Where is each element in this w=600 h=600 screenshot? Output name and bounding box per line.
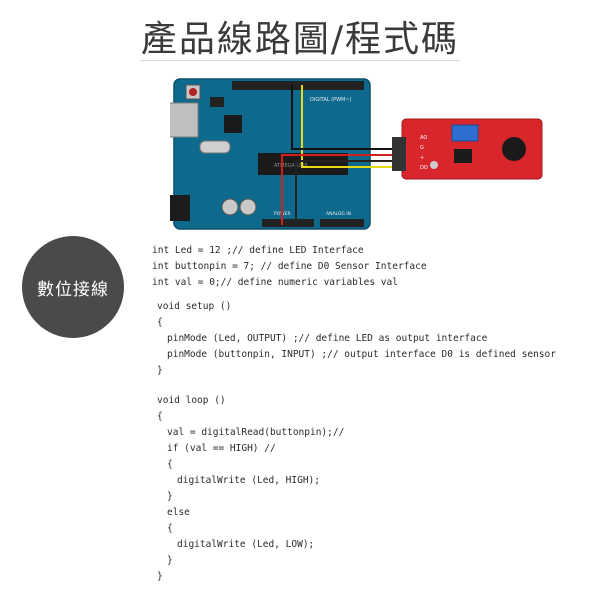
wire-black: [291, 85, 402, 150]
code-line: void loop (): [157, 395, 226, 406]
usb-connector: [170, 102, 199, 138]
code-line: }: [157, 571, 163, 582]
wire-red: [281, 154, 402, 225]
sensor-pin-label: AO: [420, 135, 427, 141]
sensor-pin-label: G: [420, 145, 424, 151]
sensor-header-pins: [392, 137, 406, 171]
code-line: val = digitalRead(buttonpin);//: [167, 427, 345, 438]
code-line: if (val == HIGH) //: [167, 443, 276, 454]
code-line: int val = 0;// define numeric variables …: [152, 277, 398, 288]
analog-label: ANALOG IN: [326, 211, 351, 217]
capacitor: [239, 198, 257, 216]
code-line: pinMode (buttonpin, INPUT) ;// output in…: [167, 349, 556, 360]
code-line: {: [167, 523, 173, 534]
code-line: digitalWrite (Led, LOW);: [177, 539, 315, 550]
code-line: int Led = 12 ;// define LED Interface: [152, 245, 364, 256]
code-line: }: [167, 491, 173, 502]
code-line: void setup (): [157, 301, 232, 312]
code-line: digitalWrite (Led, HIGH);: [177, 475, 320, 486]
section-badge: 數位接線: [22, 236, 124, 338]
section-badge-label: 數位接線: [37, 279, 109, 300]
code-line: pinMode (Led, OUTPUT) ;// define LED as …: [167, 333, 488, 344]
comparator-chip: [454, 149, 472, 163]
potentiometer: [451, 124, 479, 142]
wires: [281, 85, 402, 225]
sensor-pin-label: DO: [420, 165, 428, 171]
chip-label: ATMEGA328P: [274, 163, 307, 169]
code-line: else: [167, 507, 190, 518]
power-jack: [170, 195, 190, 221]
analog-header: [320, 219, 364, 227]
code-line: }: [157, 365, 163, 376]
title-divider: [140, 60, 460, 61]
sound-sensor-module: AO G + DO: [392, 118, 543, 180]
digital-label: DIGITAL (PWM~): [310, 97, 352, 103]
wire-yellow: [301, 85, 402, 168]
microphone: [502, 137, 526, 161]
code-line: int buttonpin = 7; // define D0 Sensor I…: [152, 261, 427, 272]
power-header: [262, 219, 314, 227]
capacitor: [221, 198, 239, 216]
sensor-pin-label: +: [420, 155, 424, 161]
code-line: }: [167, 555, 173, 566]
wire-black-gnd: [295, 160, 402, 225]
code-line: {: [157, 411, 163, 422]
wiring-diagram: DIGITAL (PWM~) ATMEGA328P POWER ANALOG I…: [170, 78, 543, 230]
digital-header: [232, 81, 364, 90]
page-title: 產品線路圖/程式碼: [140, 19, 460, 60]
code-line: {: [157, 317, 163, 328]
crystal: [199, 140, 231, 154]
code-line: {: [167, 459, 173, 470]
